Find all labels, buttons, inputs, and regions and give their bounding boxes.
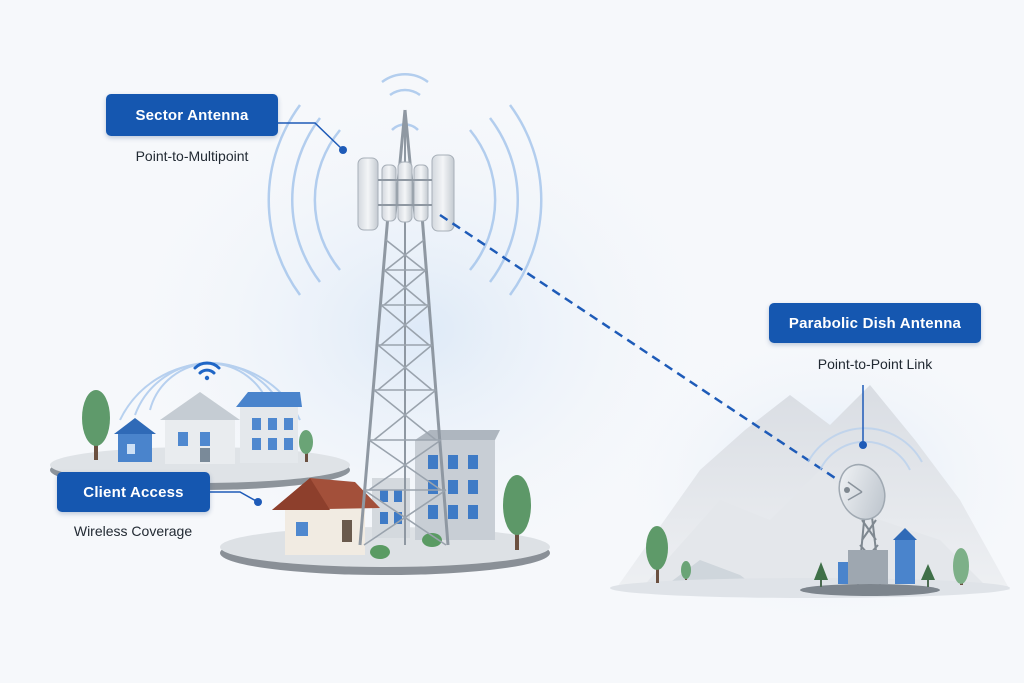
- tree-icon: [681, 561, 691, 580]
- sector-antenna-subtitle: Point-to-Multipoint: [135, 148, 249, 164]
- house-icon: [114, 418, 156, 462]
- sector-antenna-connector: [278, 122, 347, 154]
- tower-signal-arcs: [267, 73, 543, 296]
- house-icon: [160, 392, 240, 464]
- tree-icon: [953, 548, 969, 585]
- satellite-dish-icon: [838, 463, 886, 521]
- tree-icon: [503, 475, 531, 550]
- sector-antenna-badge: Sector Antenna: [106, 94, 278, 136]
- tree-icon: [299, 430, 313, 462]
- tree-icon: [921, 564, 935, 587]
- wifi-icon: [193, 361, 221, 381]
- dish-station-buildings: [838, 528, 917, 584]
- client-access-badge: Client Access: [57, 472, 210, 512]
- tree-icon: [814, 562, 828, 587]
- house-icon: [272, 478, 442, 559]
- tree-icon: [82, 390, 110, 460]
- client-access-connector: [210, 491, 262, 506]
- dish-antenna-subtitle: Point-to-Point Link: [817, 356, 933, 372]
- point-to-point-link-line: [439, 213, 851, 490]
- client-access-subtitle: Wireless Coverage: [73, 523, 193, 539]
- sector-antenna-panels: [357, 154, 455, 232]
- dish-antenna-badge: Parabolic Dish Antenna: [769, 303, 981, 343]
- tree-icon: [646, 526, 668, 583]
- tower-lattice: [363, 239, 447, 546]
- house-icon: [236, 392, 302, 463]
- apartment-building: [415, 430, 500, 540]
- dish-antenna-connector: [859, 385, 867, 449]
